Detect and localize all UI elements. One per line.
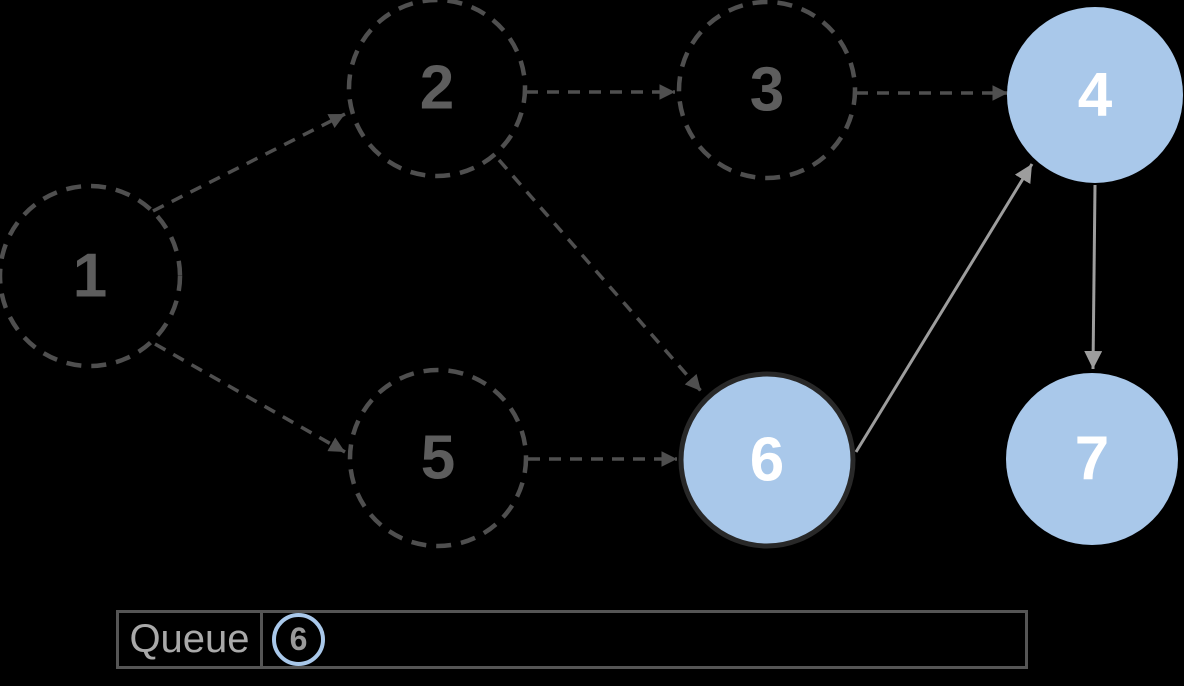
edge-1-2 — [152, 112, 346, 213]
queue-item: 6 — [272, 613, 325, 666]
queue-items: 6 — [263, 613, 325, 666]
node-6: 6 — [678, 371, 856, 549]
node-6-label: 6 — [750, 426, 784, 495]
node-6-circle — [678, 371, 856, 549]
node-5-label: 5 — [421, 424, 455, 493]
node-3-circle — [676, 0, 858, 181]
node-2-circle — [346, 0, 528, 179]
node-4: 4 — [1007, 7, 1183, 183]
node-1-circle — [0, 183, 183, 369]
edge-2-6 — [497, 158, 703, 393]
node-2: 2 — [346, 0, 528, 179]
node-4-label: 4 — [1078, 61, 1113, 130]
node-1: 1 — [0, 183, 183, 369]
node-7-label: 7 — [1075, 425, 1109, 494]
queue-label: Queue — [119, 613, 263, 666]
edge-4-7 — [1084, 184, 1103, 370]
edge-6-4 — [854, 163, 1034, 453]
queue-panel: Queue 6 — [116, 610, 1028, 669]
node-2-label: 2 — [420, 54, 454, 123]
node-4-circle — [1007, 7, 1183, 183]
node-5-circle — [347, 367, 529, 549]
node-7-circle — [1006, 373, 1178, 545]
node-7: 7 — [1006, 373, 1178, 545]
edge-1-5 — [154, 342, 346, 454]
node-3-label: 3 — [750, 56, 784, 125]
node-5: 5 — [347, 367, 529, 549]
node-1-label: 1 — [73, 242, 107, 311]
node-3: 3 — [676, 0, 858, 181]
